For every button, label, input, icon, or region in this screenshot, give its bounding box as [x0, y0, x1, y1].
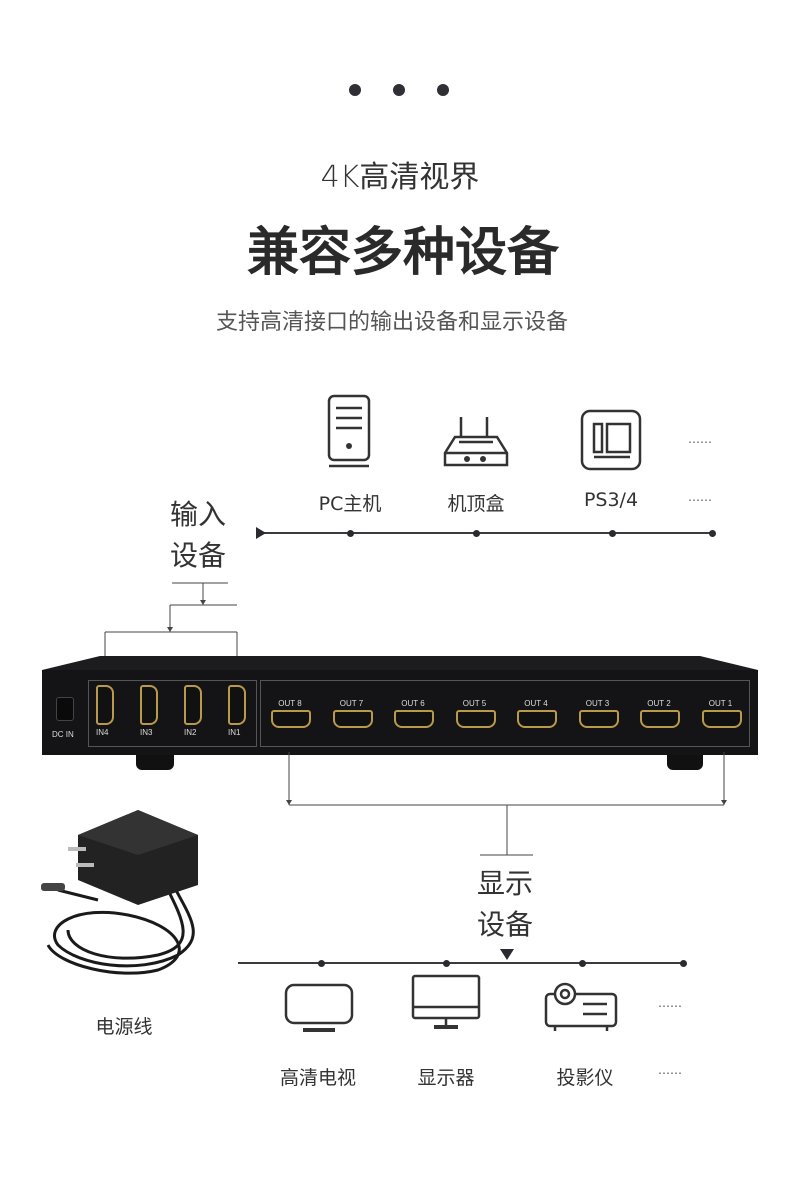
- pager-dot: [349, 84, 361, 96]
- heading-line: 输入: [170, 498, 227, 531]
- input-connector-lines: [104, 582, 238, 680]
- input-label-ps: PS3/4: [583, 489, 639, 511]
- output-connector-lines: [286, 752, 727, 856]
- hdmi-output-port: [578, 710, 619, 728]
- game-console-icon: [580, 409, 642, 471]
- hdmi-output-port: [271, 710, 311, 728]
- output-heading: 显示 设备: [477, 863, 533, 945]
- hdmi-input-port: [96, 685, 114, 725]
- hdmi-output-port: [394, 710, 434, 728]
- hdmi-output-port: [455, 710, 496, 728]
- output-label-projector: 投影仪: [556, 1067, 614, 1089]
- projector-icon: [544, 982, 618, 1031]
- output-port-label: OUT 5: [462, 699, 487, 708]
- input-port-label: IN4: [96, 728, 109, 737]
- subtitle-top: 4K高清视界: [320, 160, 480, 195]
- heading-line: 显示: [477, 867, 534, 900]
- input-port-label: IN2: [184, 728, 197, 737]
- timeline-node: [318, 960, 325, 967]
- set-top-box-icon: [443, 417, 509, 467]
- more-dots: ……: [688, 432, 712, 446]
- output-port-label: OUT 2: [647, 699, 671, 708]
- hdmi-input-port: [140, 685, 158, 725]
- output-label-monitor: 显示器: [417, 1067, 475, 1089]
- timeline-node: [579, 960, 586, 967]
- input-port-label: IN1: [228, 728, 241, 737]
- timeline-node: [680, 960, 687, 967]
- input-label-pc: PC主机: [318, 493, 382, 515]
- hdmi-output-port: [332, 710, 373, 728]
- timeline-arrow: [256, 527, 266, 539]
- power-adapter-image: [41, 810, 198, 975]
- input-label-stb: 机顶盒: [447, 493, 505, 515]
- power-cable-label: 电源线: [95, 1016, 153, 1038]
- page-title: 兼容多种设备: [246, 223, 560, 283]
- timeline-node: [473, 530, 480, 537]
- output-port-label: OUT 3: [585, 699, 610, 708]
- more-dots: ……: [688, 490, 712, 504]
- hdmi-output-port: [640, 710, 680, 728]
- hdmi-input-port: [228, 685, 246, 725]
- description: 支持高清接口的输出设备和显示设备: [215, 310, 569, 335]
- input-timeline: [262, 532, 712, 534]
- input-port-label: IN3: [140, 728, 153, 737]
- input-heading: 输入 设备: [170, 494, 226, 576]
- dc-in-jack: [56, 697, 74, 721]
- output-port-label: OUT 4: [524, 699, 548, 708]
- timeline-node: [609, 530, 616, 537]
- timeline-node: [347, 530, 354, 537]
- hdmi-input-port: [184, 685, 202, 725]
- dc-in-label: DC IN: [52, 730, 74, 739]
- pager-dot: [393, 84, 405, 96]
- output-label-tv: 高清电视: [279, 1067, 357, 1089]
- output-port-panel: [260, 680, 750, 747]
- heading-line: 设备: [170, 539, 227, 572]
- heading-line: 设备: [477, 908, 534, 941]
- output-port-label: OUT 7: [339, 699, 364, 708]
- monitor-icon: [411, 974, 481, 1029]
- input-port-panel: [88, 680, 257, 747]
- more-dots: ……: [658, 1063, 682, 1077]
- output-port-label: OUT 8: [278, 699, 302, 708]
- output-port-label: OUT 1: [708, 699, 733, 708]
- timeline-arrow: [500, 949, 514, 960]
- output-timeline: [238, 962, 683, 964]
- tv-icon: [284, 983, 354, 1032]
- hdmi-output-port: [517, 710, 557, 728]
- timeline-node: [443, 960, 450, 967]
- output-port-label: OUT 6: [401, 699, 425, 708]
- more-dots: ……: [658, 996, 682, 1010]
- pager-dot: [437, 84, 449, 96]
- pc-tower-icon: [327, 394, 371, 468]
- timeline-node: [709, 530, 716, 537]
- hdmi-output-port: [701, 710, 742, 728]
